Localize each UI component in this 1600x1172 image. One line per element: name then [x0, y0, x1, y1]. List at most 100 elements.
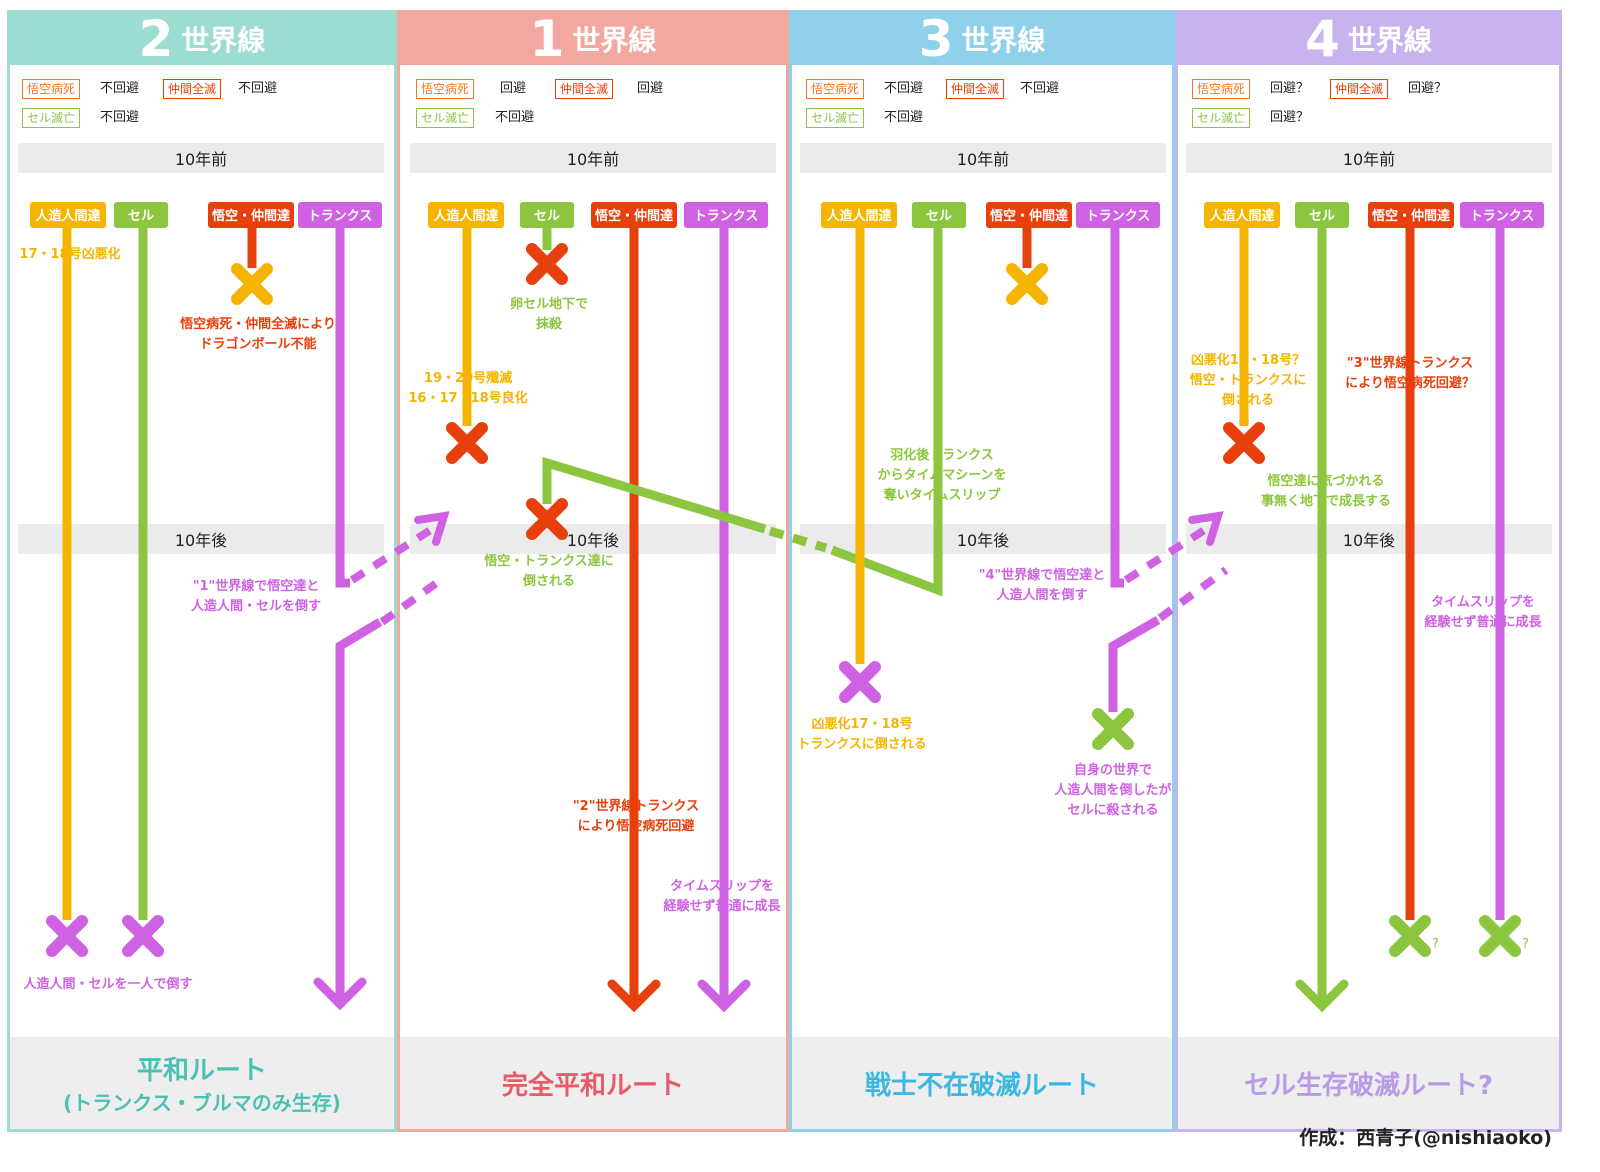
- goku-arrow-head: [607, 979, 661, 1013]
- note-w1-androids-2: 16・17・18号良化: [408, 390, 527, 406]
- header-androids: [428, 202, 504, 228]
- tag-cell-destroyed: セル滅亡: [22, 108, 81, 128]
- world-1-timelines: [462, 228, 767, 1013]
- band-10-years-before: 10年前: [1186, 143, 1552, 173]
- header-goku: [986, 202, 1072, 228]
- note-w1-egg-cell-2: 抹殺: [536, 316, 563, 332]
- status-allies-wipe: 不回避: [238, 81, 278, 96]
- status-goku-death: 回避: [500, 81, 527, 96]
- route-title: セル生存破滅ルート?: [1243, 1070, 1494, 1101]
- note-w2-trunks-travel-2: 人造人間・セルを倒す: [191, 598, 321, 614]
- header-androids: [1204, 202, 1280, 228]
- tag-goku-death: 悟空病死: [22, 79, 81, 99]
- header-cell-label: セル: [534, 209, 560, 224]
- note-w1-cell-defeated-2: 倒される: [522, 573, 575, 589]
- status-goku-death: 回避？: [1270, 81, 1310, 96]
- world-2-timelines: [62, 228, 383, 1011]
- header-androids-label: 人造人間達: [1209, 208, 1274, 224]
- status-allies-wipe: 回避？: [1408, 81, 1448, 96]
- note-w2-androids-evil: 17・18号凶悪化: [19, 246, 120, 262]
- header-trunks-label: トランクス: [694, 209, 759, 224]
- trunks-timeline-return: [1108, 616, 1161, 712]
- header-androids-label: 人造人間達: [826, 208, 891, 224]
- route-title: 戦士不在破滅ルート: [864, 1070, 1099, 1101]
- route-title: 平和ルート: [136, 1056, 267, 1086]
- world-4-timelines: [1239, 228, 1505, 1013]
- status-cell-destroyed: 不回避: [884, 110, 924, 125]
- world-3-status: 悟空病死 不回避 仲間全滅 不回避 セル滅亡 不回避: [792, 75, 1172, 135]
- world-2-route: 平和ルート (トランクス・ブルマのみ生存): [10, 1037, 394, 1129]
- world-number: 1: [529, 10, 565, 68]
- note-w3-trunks-killed-2: 人造人間を倒したが: [1054, 782, 1171, 798]
- header-trunks: [1460, 202, 1544, 228]
- note-w2-goku-death-1: 悟空病死・仲間全滅により: [180, 316, 336, 332]
- world-3-timelines: [855, 228, 1161, 712]
- header-cell: [114, 202, 168, 228]
- note-w1-trunks-normal-2: 経験せず普通に成長: [663, 898, 781, 914]
- note-w3-androids-defeated-1: 凶悪化17・18号: [811, 716, 912, 732]
- header-goku-label: 悟空・仲間達: [212, 208, 290, 224]
- status-cell-destroyed: 不回避: [100, 110, 140, 125]
- tag-allies-wipe: 仲間全滅: [163, 79, 222, 99]
- note-w4-cell-growth-2: 事無く地下で成長する: [1261, 493, 1391, 509]
- note-w1-goku-saved-2: により悟空病死回避: [578, 818, 695, 834]
- androids-end-cross: [452, 428, 482, 458]
- world-2-status: 悟空病死 不回避 仲間全滅 不回避 セル滅亡 不回避: [10, 75, 394, 135]
- note-w4-trunks-normal-2: 経験せず普通に成長: [1424, 614, 1542, 630]
- status-goku-death: 不回避: [100, 81, 140, 96]
- note-w3-trunks-travel-1: "4"世界線で悟空達と: [979, 567, 1106, 583]
- header-cell: [912, 202, 966, 228]
- header-trunks-label: トランクス: [1470, 209, 1535, 224]
- world-label: 世界線: [181, 24, 266, 57]
- tag-cell-destroyed: セル滅亡: [1192, 108, 1251, 128]
- note-w3-cell-steal-1: 羽化後トランクス: [890, 447, 994, 463]
- header-androids: [30, 202, 106, 228]
- world-label: 世界線: [961, 24, 1046, 57]
- cell-time-travel-dashes: [768, 228, 943, 597]
- band-10-years-before: 10年前: [410, 143, 776, 173]
- band-10-years-before: 10年前: [18, 143, 384, 173]
- note-w3-androids-defeated-2: トランクスに倒される: [797, 736, 927, 752]
- androids-end-cross: [1229, 428, 1259, 458]
- trunks-timeline-to-jump: [335, 228, 350, 588]
- note-w2-trunks-solo: 人造人間・セルを一人で倒す: [23, 976, 192, 992]
- tag-goku-death: 悟空病死: [806, 79, 865, 99]
- note-w3-cell-steal-2: からタイムマシーンを: [877, 468, 1006, 483]
- header-cell-label: セル: [128, 209, 154, 224]
- status-goku-death: 不回避: [884, 81, 924, 96]
- world-label: 世界線: [1347, 24, 1432, 57]
- time-travel-dashes-3-to-4: [1123, 511, 1229, 622]
- note-w1-trunks-normal-1: タイムスリップを: [670, 879, 774, 894]
- note-w4-trunks-normal-1: タイムスリップを: [1431, 595, 1535, 610]
- band-10-years-after: 10年後: [410, 524, 776, 554]
- world-number: 3: [918, 10, 954, 68]
- tag-allies-wipe: 仲間全滅: [555, 79, 614, 99]
- world-4-header: 4 世界線: [1178, 13, 1559, 65]
- character-headers: 人造人間達 セル 悟空・仲間達 トランクス 人造人間達 セル 悟空・仲間達 トラ…: [30, 202, 1544, 228]
- note-w1-androids-1: 19・20号殲滅: [424, 370, 512, 386]
- tag-allies-wipe: 仲間全滅: [946, 79, 1005, 99]
- cell-end-cross: [532, 504, 562, 534]
- header-goku: [1368, 202, 1454, 228]
- world-1-status: 悟空病死 回避 仲間全滅 回避 セル滅亡 不回避: [400, 75, 786, 135]
- trunks-arrow-head: [313, 977, 367, 1011]
- header-goku-label: 悟空・仲間達: [990, 208, 1068, 224]
- band-10-years-before: 10年前: [800, 143, 1166, 173]
- note-w4-androids-2: 悟空・トランクスに: [1190, 372, 1307, 388]
- note-w3-trunks-travel-2: 人造人間を倒す: [996, 587, 1087, 603]
- trunks-end-cross: [1485, 921, 1515, 951]
- header-goku: [208, 202, 294, 228]
- world-1-header: 1 世界線: [400, 13, 786, 65]
- status-allies-wipe: 不回避: [1020, 81, 1060, 96]
- route-subtitle: (トランクス・ブルマのみ生存): [63, 1091, 341, 1115]
- header-androids-label: 人造人間達: [35, 208, 100, 224]
- note-w4-goku-saved-1: "3"世界線トランクス: [1347, 355, 1473, 371]
- header-goku: [591, 202, 677, 228]
- tag-goku-death: 悟空病死: [1192, 79, 1251, 99]
- note-w1-egg-cell-1: 卵セル地下で: [510, 296, 588, 312]
- note-w1-goku-saved-1: "2"世界線トランクス: [573, 798, 699, 814]
- annotations: 17・18号凶悪化 悟空病死・仲間全滅により ドラゴンボール不能 "1"世界線で…: [19, 246, 1542, 992]
- status-cell-destroyed: 回避？: [1270, 110, 1310, 125]
- status-allies-wipe: 回避: [637, 81, 664, 96]
- header-goku-label: 悟空・仲間達: [1372, 208, 1450, 224]
